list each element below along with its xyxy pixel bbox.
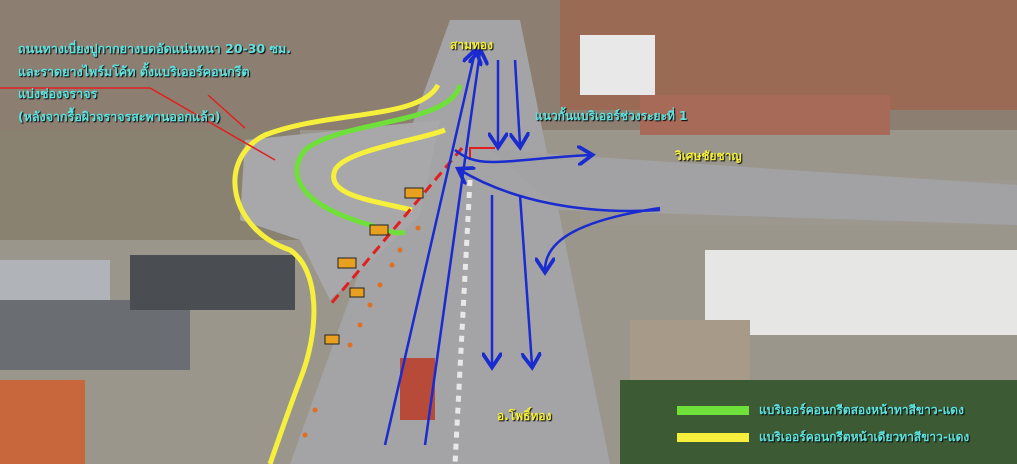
barricade-signs [324,187,424,345]
legend-label: แบริเออร์คอนกรีตสองหน้าทาสีขาว-แดง [759,403,964,417]
barrier-phase-label: แนวกั้นแบริเออร์ช่วงระยะที่ 1 [535,109,688,123]
place-label-south: อ.โพธิ์ทอง [497,409,552,423]
note-line: แบ่งช่องจราจร [18,86,98,101]
legend-item-single-sided: แบริเออร์คอนกรีตหน้าเดียวทาสีขาว-แดง [677,428,969,447]
warehouse-roof [705,250,1017,335]
traffic-cones [302,225,421,438]
legend-item-double-sided: แบริเออร์คอนกรีตสองหน้าทาสีขาว-แดง [677,401,964,420]
place-label-north: สามทอง [450,38,493,52]
yellow-barrier-inner [331,127,446,213]
red-dashed-barrier-line [328,147,464,306]
legend-label: แบริเออร์คอนกรีตหน้าเดียวทาสีขาว-แดง [759,430,970,444]
legend-swatch-yellow [677,433,749,442]
detour-road [240,120,440,300]
red-roof-house [0,380,85,464]
legend-swatch-green [677,406,749,415]
note-line: และราดยางไพร์มโค้ท ตั้งแบริเออร์คอนกรีต [18,63,250,79]
white-building [580,35,655,95]
construction-note: ถนนทางเบี่ยงปูกากยางบดอัดแน่นหนา 20-30 ซ… [18,38,291,128]
traffic-flow-arrows [383,52,661,446]
note-line: ถนนทางเบี่ยงปูกากยางบดอัดแน่นหนา 20-30 ซ… [18,41,291,56]
yellow-barrier-outer [232,83,441,464]
place-label-east: วิเศษชัยชาญ [675,149,742,163]
note-line: (หลังจากรื้อผิวจราจรสะพานออกแล้ว) [18,108,221,124]
